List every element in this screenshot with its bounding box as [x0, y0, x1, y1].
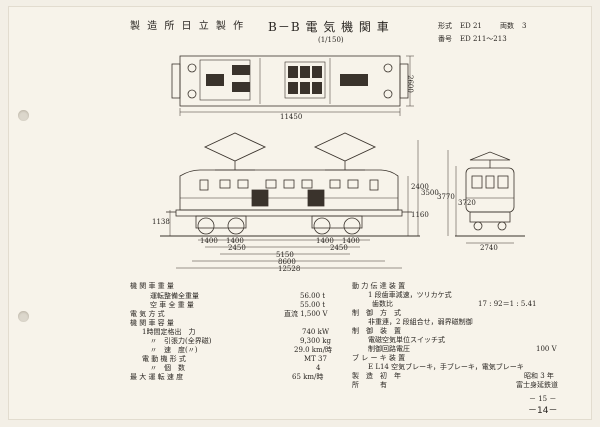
- number-label: 番号: [438, 35, 452, 43]
- spec-label: 動 力 伝 達 装 置: [352, 282, 406, 290]
- spec-label: ブ レ ー キ 装 置: [352, 354, 406, 362]
- printed-page-number: － 15 －: [529, 395, 557, 403]
- page-title: B－B 電 気 機 関 車: [268, 20, 390, 34]
- side-view: [160, 132, 420, 269]
- dim-end-width: 2740: [480, 244, 498, 252]
- spec-value: 富士身延鉄道: [516, 381, 558, 389]
- dim-bogie-left: 2450: [228, 244, 246, 252]
- dim-bogie-right: 2450: [330, 244, 348, 252]
- spec-label: 非重連，2 段組合せ，弱界磁制御: [368, 318, 473, 326]
- spec-label: 電磁空気単位スイッチ式: [368, 336, 445, 344]
- dim-plan-width: 2600: [406, 75, 414, 93]
- spec-value: 昭和 3 年: [524, 372, 554, 380]
- spec-label: 制御回路電圧: [368, 345, 410, 353]
- spec-label: 歯数比: [372, 300, 393, 308]
- dim-1138: 1138: [152, 218, 170, 226]
- spec-label: 電 動 機 形 式: [142, 355, 186, 363]
- number-value: ED 211～213: [460, 35, 507, 43]
- dim-plan-length: 11450: [280, 113, 303, 121]
- spec-label: 機 関 車 重 量: [130, 282, 174, 290]
- spec-label: 1時間定格出 力: [142, 328, 196, 336]
- punch-hole-bottom: [18, 311, 29, 322]
- spec-label: E L14 空気ブレーキ，手ブレーキ，電気ブレーキ: [368, 363, 524, 371]
- dim-wheelbase-d: 1400: [342, 237, 360, 245]
- plan-view: [171, 55, 414, 116]
- dim-wheelbase-b: 1400: [226, 237, 244, 245]
- handwritten-page-number: －14－: [528, 406, 558, 416]
- dim-2400: 2400: [411, 183, 429, 191]
- dim-body-length: 8600: [278, 258, 296, 266]
- spec-label: 機 関 車 容 量: [130, 319, 174, 327]
- type-label: 形式: [438, 22, 452, 30]
- spec-value: 56.00 t: [300, 292, 326, 300]
- spec-label: 電 気 方 式: [130, 310, 165, 318]
- spec-label: 製 造 初 年: [352, 372, 401, 380]
- maker-label: 製 造 所 日 立 製 作: [130, 21, 246, 32]
- spec-label: 所 有: [352, 381, 387, 389]
- count-label: 両数: [500, 22, 514, 30]
- spec-value: 4: [316, 364, 321, 372]
- spec-label: 〃 個 数: [150, 364, 185, 372]
- end-view: [447, 150, 525, 244]
- spec-value: 29.0 km/時: [294, 346, 333, 354]
- spec-label: 〃 速 度(〃): [150, 346, 198, 354]
- punch-hole-top: [18, 110, 29, 121]
- spec-label: 制 御 装 置: [352, 327, 401, 335]
- dim-center-span: 5150: [276, 251, 294, 259]
- spec-value: 直流 1,500 V: [284, 310, 328, 318]
- spec-value: 17 : 92＝1 : 5.41: [478, 300, 537, 308]
- spec-value: 55.00 t: [300, 301, 326, 309]
- spec-value: 100 V: [536, 345, 557, 353]
- dim-wheelbase-c: 1400: [316, 237, 334, 245]
- type-value: ED 21: [460, 22, 482, 30]
- spec-label: 1 段歯車減速，ツリカケ式: [368, 291, 452, 299]
- dim-3500: 3500: [421, 189, 439, 197]
- dim-overall-length: 12528: [278, 265, 301, 273]
- scale-label: (1/150): [318, 36, 344, 44]
- spec-value: 9,300 kg: [300, 337, 331, 345]
- count-value: 3: [522, 22, 527, 30]
- spec-label: 制 御 方 式: [352, 309, 401, 317]
- spec-label: 運転整備全重量: [150, 292, 199, 300]
- spec-value: 65 km/時: [292, 373, 324, 381]
- dim-end-height-b: 3720: [458, 199, 476, 207]
- spec-value: MT 37: [304, 355, 327, 363]
- spec-label: 〃 引張力(全界磁): [150, 337, 212, 345]
- spec-label: 空 車 全 重 量: [150, 301, 194, 309]
- spec-value: 740 kW: [302, 328, 330, 336]
- dim-end-height-a: 3770: [437, 193, 455, 201]
- spec-label: 最 大 運 転 速 度: [130, 373, 184, 381]
- dim-1160: 1160: [411, 211, 429, 219]
- dim-wheelbase-a: 1400: [200, 237, 218, 245]
